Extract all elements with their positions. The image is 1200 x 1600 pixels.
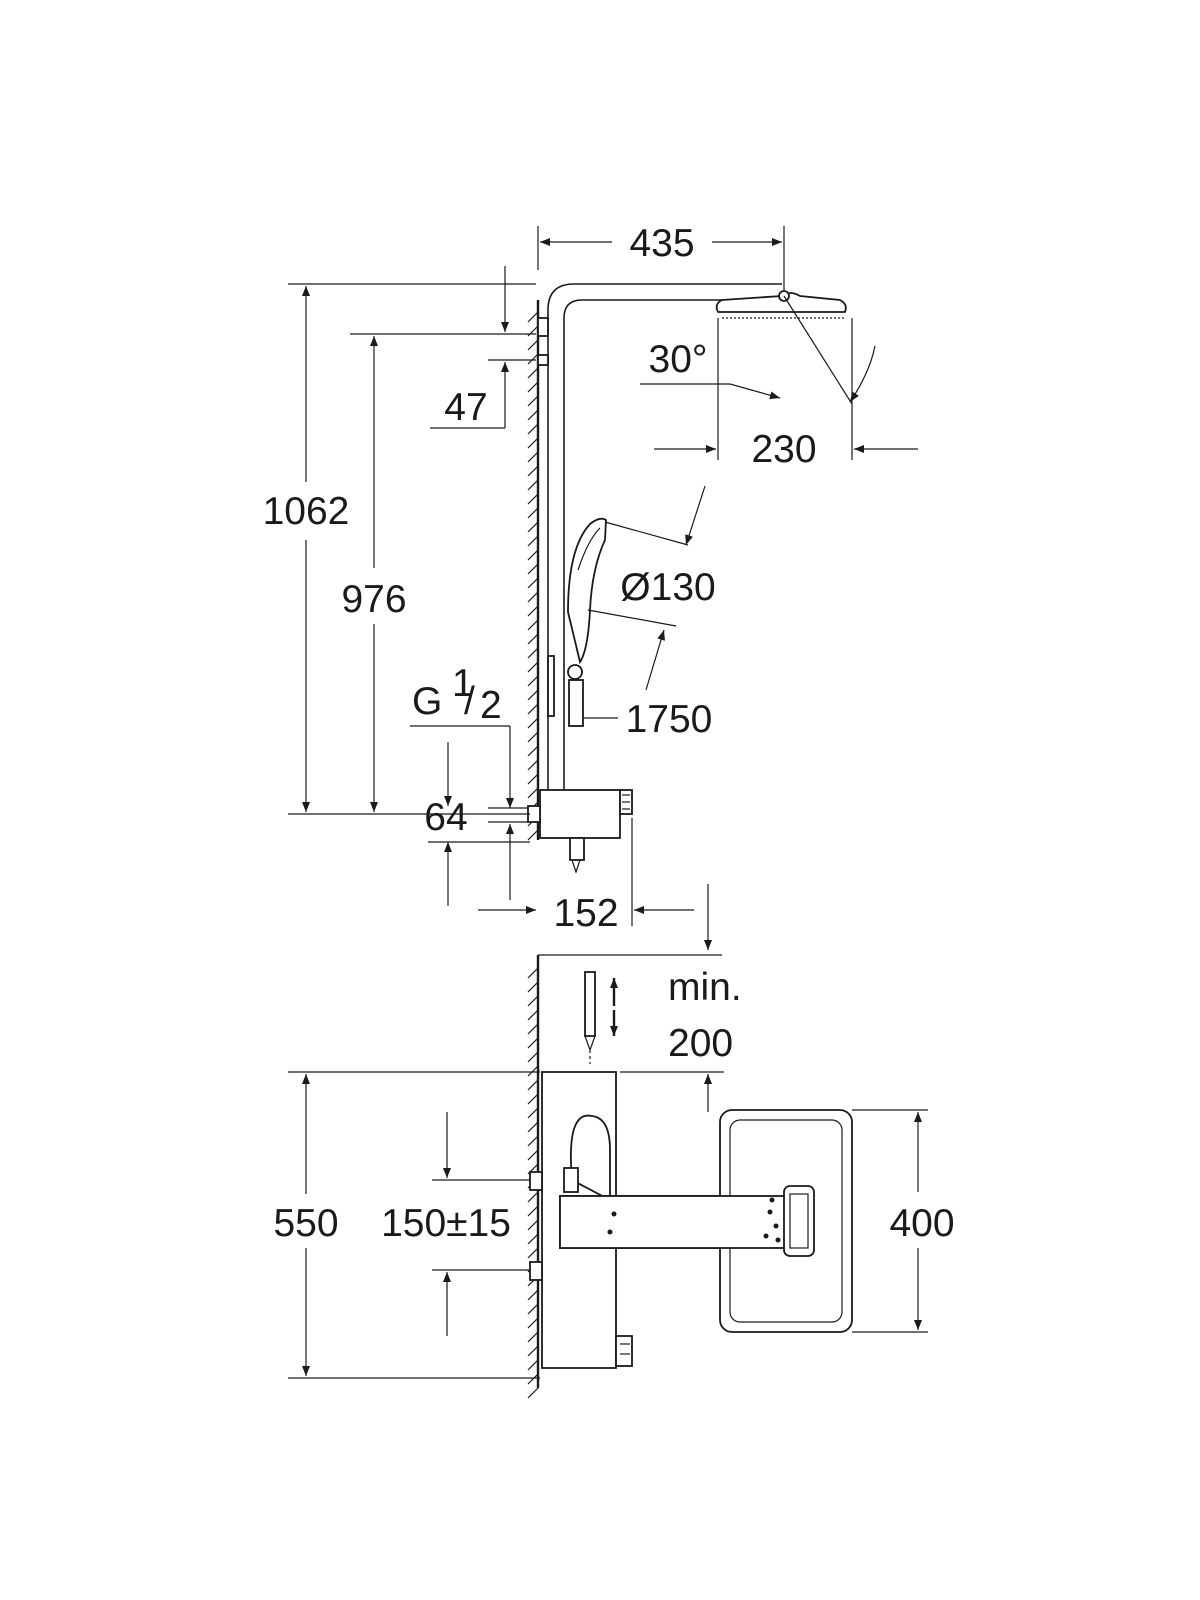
dim-overall-height: 1062 [263,490,350,533]
dim-hand-shower-diameter: Ø130 [620,566,715,609]
wall-hatch-line [527,1149,539,1161]
wall-hatch-line [527,591,539,603]
dim-thermostat-height: 550 [273,1202,338,1245]
wall-hatch-line [527,967,539,979]
head-shower-top [559,1109,853,1333]
wall-hatch-line [527,535,539,547]
dim-min-label: min. [668,966,742,1009]
wall-hatch-line [527,1331,539,1343]
wall-hatch-line [527,451,539,463]
wall-hatch-line [527,981,539,993]
dim-head-height: 976 [341,578,406,621]
wall-hatch-line [527,437,539,449]
wall-hatch-line [527,1093,539,1105]
wall-hatch-line [527,717,539,729]
dim-thread-G: G [412,680,442,723]
wall-hatch-line [527,619,539,631]
wall-hatch-line [527,689,539,701]
wall-hatch-line [527,1219,539,1231]
wall-hatch-line [527,1317,539,1329]
wall-hatch-line [527,1233,539,1245]
dim-width-total: 435 [629,222,694,265]
wall-hatch-line [527,1023,539,1035]
dimension-labels: 435 1062 976 47 30° 230 Ø130 1750 G 1 / … [263,222,955,1245]
wall-hatch-line [527,1247,539,1259]
dim-head-length: 400 [889,1202,954,1245]
wall-hatch-line [527,1107,539,1119]
wall-hatch-line [527,339,539,351]
dim-projection: 152 [553,892,618,935]
dim-inlet-offset: 64 [424,796,467,839]
dim-min-value: 200 [668,1022,733,1065]
wall-hatch-line [527,577,539,589]
wall-hatch-line [527,1009,539,1021]
dim-hose-length: 1750 [626,698,713,741]
wall-hatch-line [527,1373,539,1385]
dim-tilt-angle: 30° [649,338,708,381]
wall-hatch-line [527,549,539,561]
wall-hatch-line [527,995,539,1007]
wall-hatch-line [527,1065,539,1077]
dim-thread-slash: / [464,680,475,723]
wall-hatch-line [527,773,539,785]
wall-hatch-line [527,1191,539,1203]
dim-thread-den: 2 [480,684,502,727]
wall-hatch-line [527,1303,539,1315]
wall-hatch-line [527,493,539,505]
wall-hatch-line [527,731,539,743]
thermostat-side [527,789,633,874]
wall-upper [527,300,540,841]
wall-hatch-line [527,1121,539,1133]
wall-hatch-line [527,1037,539,1049]
wall-hatch-line [527,521,539,533]
head-shower [715,290,847,319]
wall-hatch-line [527,703,539,715]
wall-hatch-line [527,1051,539,1063]
wall-hatch-line [527,647,539,659]
wall-hatch-line [527,465,539,477]
wall-hatch-line [527,479,539,491]
riser-pipe [547,283,782,800]
wall-hatch-line [527,563,539,575]
wall-hatch-line [527,745,539,757]
wall-hatch-line [527,353,539,365]
wall-hatch-line [527,1289,539,1301]
wall-hatch-line [527,395,539,407]
wall-hatch-line [527,1205,539,1217]
wall-hatch-line [527,311,539,323]
wall-hatch-line [527,605,539,617]
wall-hatch-line [527,1135,539,1147]
wall-hatch-line [527,409,539,421]
dim-head-width: 230 [751,428,816,471]
wall-hatch-line [527,829,539,841]
wall-hatch-line [527,661,539,673]
wall-hatch-line [527,675,539,687]
wall-hatch-line [527,381,539,393]
front-view [288,884,928,1399]
wall-hatch-line [527,1079,539,1091]
wall-hatch-line [527,787,539,799]
side-view [288,226,918,926]
dim-arm-offset: 47 [444,386,487,429]
wall-hatch-line [527,423,539,435]
dim-thread-num: 1 [452,662,474,705]
wall-hatch-line [527,1359,539,1371]
wall-hatch-line [527,759,539,771]
cartridge-removal [584,971,618,1064]
dim-inlet-spacing: 150±15 [381,1202,511,1245]
wall-hatch-line [527,367,539,379]
hand-shower [547,517,607,727]
wall-hatch-line [527,1345,539,1357]
wall-hatch-line [527,633,539,645]
wall-hatch-line [527,507,539,519]
wall-hatch-line [527,1387,539,1399]
